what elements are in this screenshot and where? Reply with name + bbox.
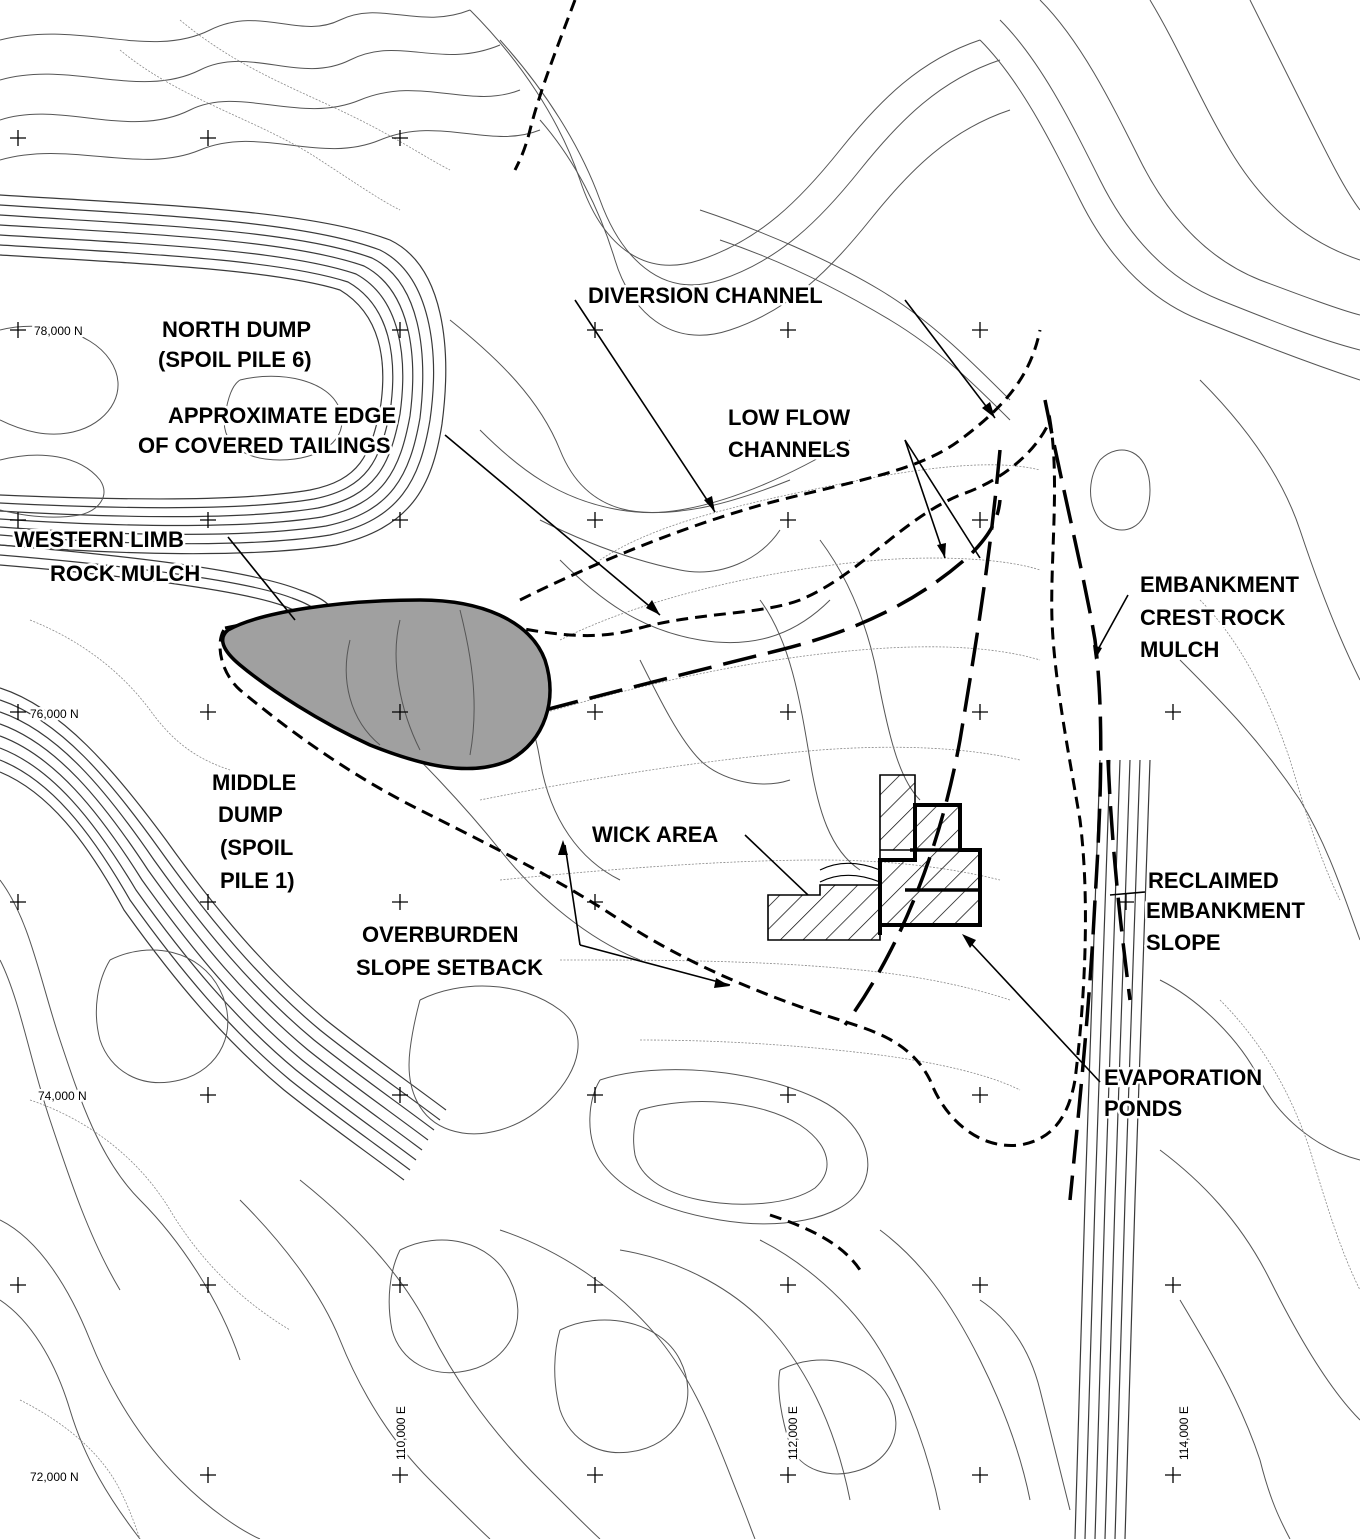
label-diversion-channel: DIVERSION CHANNEL (588, 283, 823, 308)
middle-dump-slope-contours (0, 687, 447, 1181)
diversion-leader-east (904, 299, 996, 419)
coord-114000-e: 114,000 E (1177, 1406, 1191, 1460)
label-approx-edge-line2: OF COVERED TAILINGS (138, 433, 391, 458)
low-flow-leader-a (904, 439, 946, 559)
coord-110000-e: 110,000 E (394, 1406, 408, 1460)
label-western-limb-line2: ROCK MULCH (50, 561, 200, 586)
label-middle-dump-line2: DUMP (218, 802, 283, 827)
western-limb-rock-mulch-area (220, 598, 552, 771)
label-middle-dump-line1: MIDDLE (212, 770, 296, 795)
label-north-dump-line2: (SPOIL PILE 6) (158, 347, 312, 372)
coord-76000-n: 76,000 N (30, 707, 79, 721)
approx-edge-leader (444, 434, 661, 616)
embankment-toe-line (1106, 759, 1132, 1001)
grid-crosses (10, 130, 1181, 1483)
label-embankment-crest-line1: EMBANKMENT (1140, 572, 1299, 597)
evaporation-ponds (878, 803, 982, 935)
low-flow-and-crest-lines (544, 399, 1132, 1201)
outer-channel-dashed-line (519, 329, 1042, 602)
label-low-flow-line2: CHANNELS (728, 437, 850, 462)
label-low-flow-line1: LOW FLOW (728, 405, 850, 430)
overburden-leader-up (564, 844, 581, 946)
low-flow-leader-b (904, 439, 981, 559)
coord-72000-n: 72,000 N (30, 1470, 79, 1484)
covered-tailings-boundary (218, 0, 1087, 1271)
leader-lines (227, 299, 1146, 1083)
evaporation-leader (964, 936, 1101, 1083)
coord-112000-e: 112,000 E (786, 1406, 800, 1460)
embankment-slope-contours (1074, 759, 1151, 1539)
western-limb-leader (227, 536, 296, 621)
label-north-dump-line1: NORTH DUMP (162, 317, 311, 342)
label-evaporation-line1: EVAPORATION (1104, 1065, 1262, 1090)
crest-leader (1094, 594, 1129, 656)
overburden-leader-right (579, 944, 731, 986)
label-evaporation-line2: PONDS (1104, 1096, 1182, 1121)
label-approx-edge-line1: APPROXIMATE EDGE (168, 403, 396, 428)
label-middle-dump-line3: (SPOIL (220, 835, 293, 860)
wick-leader (744, 834, 809, 896)
reclaimed-leader (1109, 891, 1146, 896)
rock-mulch-internal-contours (345, 609, 475, 756)
coord-78000-n: 78,000 N (34, 324, 83, 338)
label-overburden-line1: OVERBURDEN (362, 922, 518, 947)
low-flow-channel-line (843, 449, 1002, 1027)
label-reclaimed-line2: EMBANKMENT (1146, 898, 1305, 923)
embankment-crest-line (1043, 399, 1103, 1201)
label-overburden-line2: SLOPE SETBACK (356, 955, 543, 980)
channel-connector-line (544, 499, 1002, 712)
label-wick-area: WICK AREA (592, 822, 718, 847)
label-middle-dump-line4: PILE 1) (220, 868, 295, 893)
covered-tailings-edge-line (218, 414, 1087, 1148)
diversion-leader-west (574, 299, 716, 513)
label-embankment-crest-line3: MULCH (1140, 637, 1219, 662)
label-western-limb-line1: WESTERN LIMB (14, 527, 184, 552)
label-reclaimed-line3: SLOPE (1146, 930, 1221, 955)
coord-74000-n: 74,000 N (38, 1089, 87, 1103)
south-dashed-line (769, 1213, 862, 1271)
label-embankment-crest-line2: CREST ROCK (1140, 605, 1286, 630)
label-reclaimed-line1: RECLAIMED (1148, 868, 1279, 893)
